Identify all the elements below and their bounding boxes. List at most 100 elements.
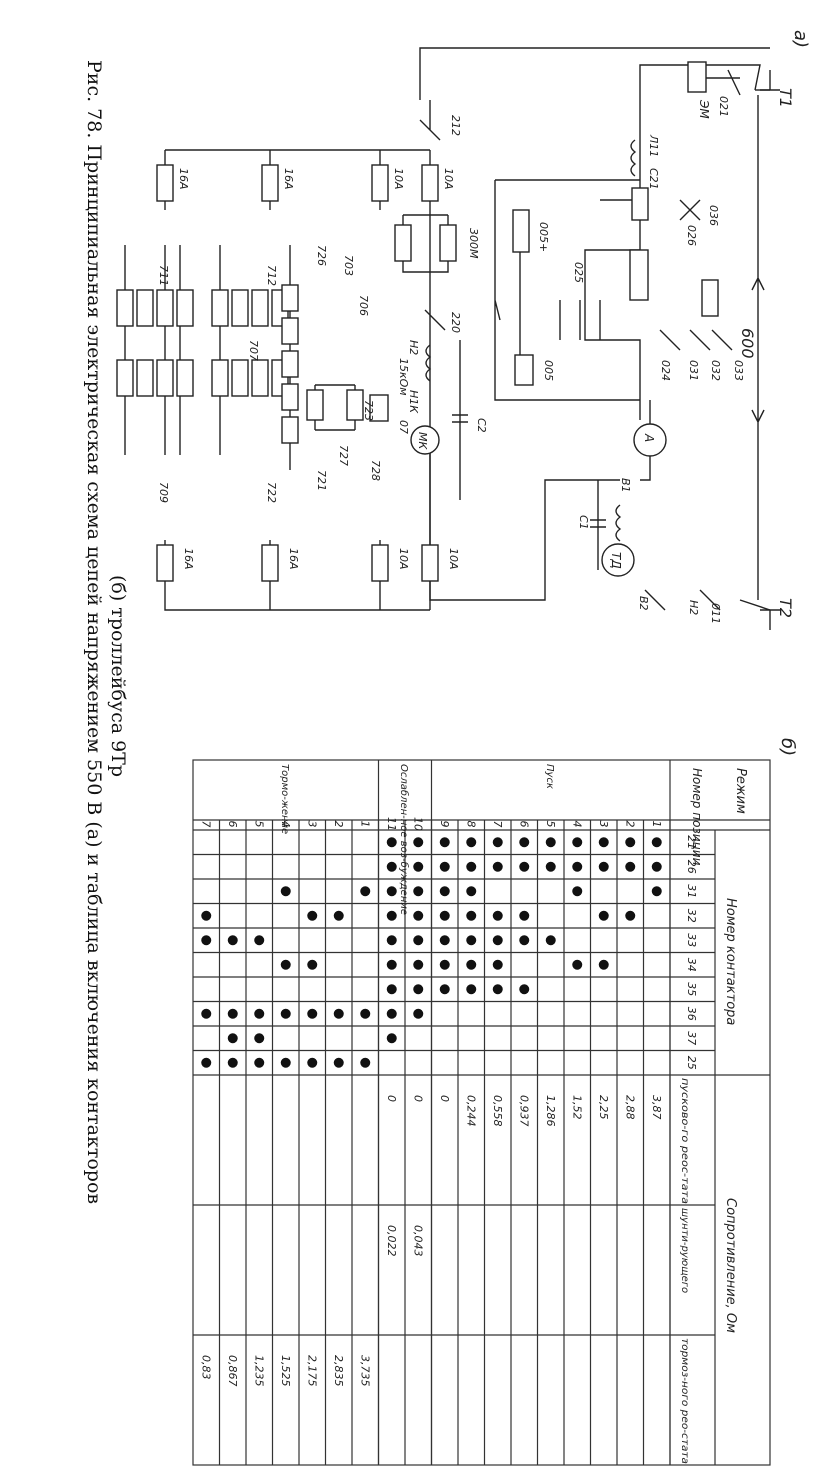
position-number: 3	[305, 821, 318, 828]
coil-07	[369, 394, 389, 422]
position-number: 9	[438, 821, 451, 828]
resistor-300m-b	[439, 224, 457, 262]
resistance-value: 0,043	[411, 1225, 424, 1257]
position-number: 11	[385, 817, 398, 831]
capacitor-c1	[590, 480, 606, 570]
fuse-bottom-2	[261, 544, 279, 582]
contactor-on-dot	[598, 910, 609, 921]
contact-212	[419, 100, 441, 141]
contactor-on-dot	[386, 910, 397, 921]
contactor-on-dot	[386, 959, 397, 970]
motor-mk	[410, 425, 440, 455]
contactor-on-dot	[201, 910, 212, 921]
contactor-on-dot	[227, 1008, 238, 1019]
inductor-h1k	[425, 344, 432, 382]
label-031: 031	[687, 360, 700, 381]
resistance-value: 0	[438, 1095, 451, 1102]
fuse-16a-2	[261, 164, 279, 202]
contactor-on-dot	[360, 886, 371, 897]
group-label: Тормо-жение	[279, 764, 290, 834]
main-bus-top	[419, 47, 770, 100]
contactor-on-dot	[280, 1008, 291, 1019]
label-10a-3: 10А	[397, 548, 410, 570]
label-036: 036	[707, 205, 720, 226]
contactor-on-dot	[651, 837, 662, 848]
power-bus	[164, 149, 431, 610]
contactor-on-dot	[625, 861, 636, 872]
contactor-on-dot	[572, 886, 583, 897]
resistor-300m-a	[394, 224, 412, 262]
contact-026	[679, 199, 701, 221]
contactor-on-dot	[466, 984, 477, 995]
resistance-value: 0,558	[491, 1095, 504, 1127]
position-number: 6	[517, 821, 530, 828]
contactor-on-dot	[625, 837, 636, 848]
contactor-on-dot	[201, 1008, 212, 1019]
resistance-value: 1,52	[570, 1095, 583, 1120]
label-703: 703	[342, 255, 355, 276]
label-712: 712	[265, 265, 278, 286]
contactor-on-dot	[413, 910, 424, 921]
label-07: 07	[397, 420, 410, 434]
resistor-chain-726	[281, 245, 299, 470]
contactor-on-dot	[413, 837, 424, 848]
schematic-a: а) Т1 Т2 600 ЭМ 021 Л11 C21 026 036 033 …	[116, 30, 811, 630]
resistance-value: 0,867	[226, 1355, 239, 1387]
relay-block	[629, 249, 649, 301]
contactor-on-dot	[519, 984, 530, 995]
label-005p: 005+	[537, 222, 550, 252]
contactor-on-dot	[360, 1057, 371, 1068]
contact-011	[699, 589, 771, 611]
resistance-value: 2,835	[332, 1355, 345, 1387]
contact-b2	[644, 589, 666, 611]
contactor-on-dot	[492, 861, 503, 872]
resistance-value: 1,286	[544, 1095, 557, 1127]
terminal-t1	[760, 70, 780, 91]
contact-021	[706, 69, 741, 96]
contactor-number: 26	[685, 860, 698, 874]
label-h2-011: Н2	[687, 600, 700, 615]
contactor-on-dot	[360, 1008, 371, 1019]
label-b1: В1	[619, 478, 632, 493]
contactor-on-dot	[598, 861, 609, 872]
contactor-on-dot	[439, 984, 450, 995]
label-709: 709	[157, 482, 170, 503]
motor-td	[601, 543, 635, 577]
label-16a-2: 16А	[282, 168, 295, 190]
header-resistance: Сопротивление, Ом	[723, 1198, 738, 1333]
label-300m: 300М	[467, 228, 480, 259]
contactor-number: 37	[685, 1031, 698, 1045]
contactor-on-dot	[519, 837, 530, 848]
label-em: ЭМ	[697, 99, 711, 119]
label-t1: Т1	[776, 88, 795, 108]
contactor-on-dot	[439, 935, 450, 946]
label-032: 032	[709, 360, 722, 381]
label-16a-1: 16А	[177, 168, 190, 190]
contactor-on-dot	[227, 935, 238, 946]
contactor-on-dot	[413, 1008, 424, 1019]
contactor-on-dot	[307, 959, 318, 970]
resistor-033	[701, 279, 719, 317]
contactor-number: 34	[685, 958, 698, 972]
part-label-a: а)	[790, 30, 811, 48]
contactor-on-dot	[413, 959, 424, 970]
caption-line-2: (б) троллейбуса 9Тр	[107, 575, 129, 777]
label-220: 220	[449, 312, 462, 333]
coil-em	[687, 61, 707, 93]
position-number: 6	[226, 821, 239, 828]
resistance-value: 0	[411, 1095, 424, 1102]
contactor-on-dot	[439, 959, 450, 970]
contactor-on-dot	[598, 959, 609, 970]
label-t2: Т2	[776, 598, 795, 618]
resistor-r	[631, 187, 649, 221]
position-number: 4	[279, 821, 292, 828]
resistance-value: 0,244	[464, 1095, 477, 1127]
label-024: 024	[659, 360, 672, 381]
position-number: 1	[358, 821, 371, 828]
contactor-on-dot	[439, 861, 450, 872]
resistance-value: 2,175	[305, 1355, 318, 1387]
contactor-on-dot	[227, 1033, 238, 1044]
part-label-b: б)	[777, 738, 798, 756]
label-16a-3: 16А	[182, 548, 195, 570]
